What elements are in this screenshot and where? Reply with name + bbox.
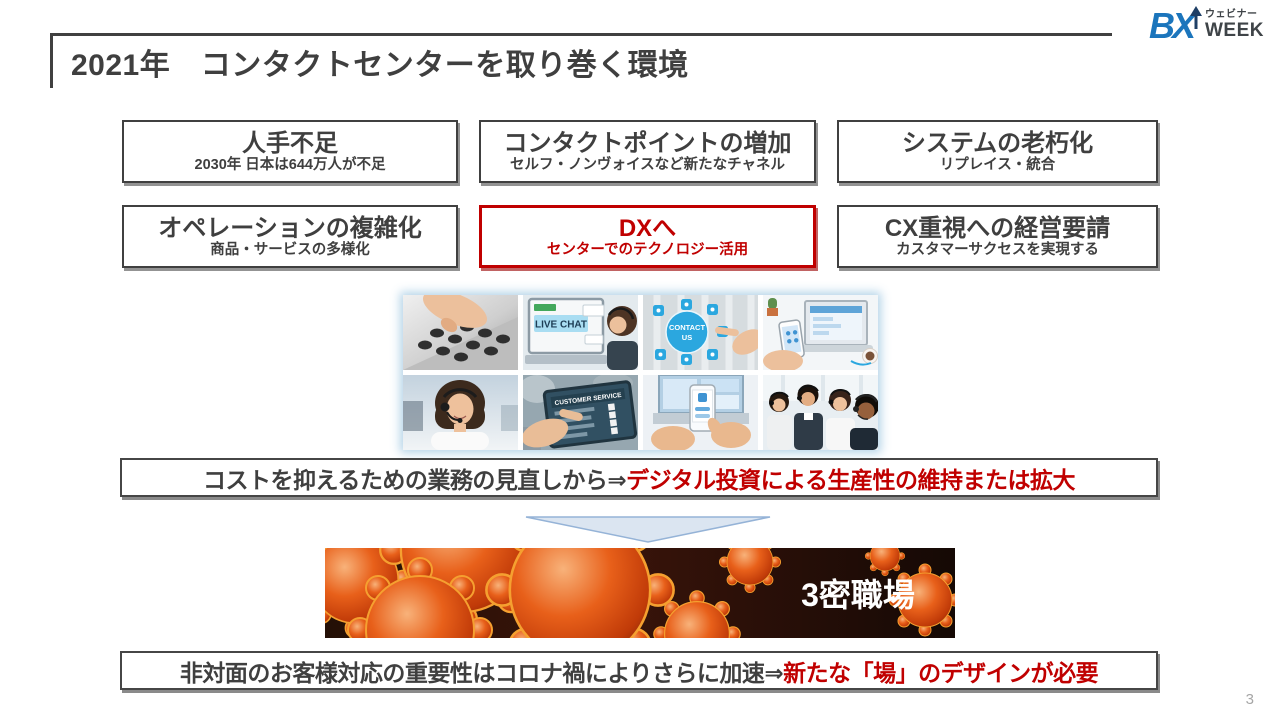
photo-phone-keypad	[403, 295, 518, 370]
logo-text-stack: ウェビナー WEEK	[1205, 9, 1264, 41]
cost-banner-plain-text: コストを抑えるための業務の見直しから⇒	[203, 466, 627, 493]
box-subtitle: センターでのテクノロジー活用	[546, 241, 749, 258]
box-title: コンタクトポイントの増加	[503, 129, 792, 157]
contact-us-label-line2: US	[682, 333, 692, 342]
box-subtitle: リプレイス・統合	[939, 156, 1056, 173]
box-labor-shortage: 人手不足 2030年 日本は644万人が不足	[122, 120, 458, 183]
box-subtitle: カスタマーサクセスを実現する	[896, 241, 1099, 258]
box-operation-complexity: オペレーションの複雑化 商品・サービスの多様化	[122, 205, 458, 268]
logo-bx-text: BX	[1148, 5, 1196, 46]
box-dx: DXへ センターでのテクノロジー活用	[479, 205, 816, 268]
factor-boxes: 人手不足 2030年 日本は644万人が不足 コンタクトポイントの増加 セルフ・…	[122, 120, 1158, 268]
photo-live-chat-laptop: LIVE CHAT	[523, 295, 638, 370]
photo-collage: LIVE CHAT	[403, 295, 878, 450]
page-number: 3	[1245, 691, 1254, 708]
photo-contact-us-icons: CONTACT US	[643, 295, 758, 370]
photo-call-center-team	[763, 375, 878, 450]
box-title: DXへ	[618, 214, 677, 242]
title-frame: 2021年 コンタクトセンターを取り巻く環境	[50, 33, 1112, 88]
box-subtitle: 2030年 日本は644万人が不足	[194, 156, 386, 173]
box-subtitle: 商品・サービスの多様化	[210, 241, 370, 258]
page-title: 2021年 コンタクトセンターを取り巻く環境	[71, 49, 689, 82]
box-cx-management: CX重視への経営要請 カスタマーサクセスを実現する	[837, 205, 1158, 268]
logo-webinar-text: ウェビナー	[1205, 9, 1258, 20]
contact-us-label-line1: CONTACT	[669, 323, 706, 332]
box-title: CX重視への経営要請	[884, 214, 1111, 242]
conclusion-banner: 非対面のお客様対応の重要性はコロナ禍によりさらに加速⇒新たな「場」のデザインが必…	[120, 651, 1158, 690]
box-title: 人手不足	[242, 129, 338, 157]
logo-week-text: WEEK	[1205, 20, 1264, 41]
box-system-aging: システムの老朽化 リプレイス・統合	[837, 120, 1158, 183]
cost-review-banner: コストを抑えるための業務の見直しから⇒デジタル投資による生産性の維持または拡大	[120, 458, 1158, 497]
photo-customer-service-tablet: CUSTOMER SERVICE	[523, 375, 638, 450]
photo-call-center-agent	[403, 375, 518, 450]
box-title: オペレーションの複雑化	[158, 214, 422, 242]
logo-arrow-icon	[1189, 6, 1203, 46]
live-chat-label: LIVE CHAT	[535, 320, 587, 331]
conclusion-banner-highlight-text: 新たな「場」のデザインが必要	[783, 659, 1099, 686]
box-contact-points: コンタクトポイントの増加 セルフ・ノンヴォイスなど新たなチャネル	[479, 120, 816, 183]
down-arrow-icon	[525, 516, 771, 544]
box-title: システムの老朽化	[901, 129, 1094, 157]
three-density-workplace-label: 3密職場	[801, 577, 915, 613]
box-subtitle: セルフ・ノンヴォイスなど新たなチャネル	[510, 156, 785, 173]
photo-smartphone-and-laptop	[763, 295, 878, 370]
covid-workplace-image: 3密職場	[325, 548, 955, 638]
cost-banner-highlight-text: デジタル投資による生産性の維持または拡大	[626, 466, 1075, 493]
conclusion-banner-plain-text: 非対面のお客様対応の重要性はコロナ禍によりさらに加速⇒	[179, 659, 784, 686]
brand-logo: BX ウェビナー WEEK	[1149, 6, 1264, 46]
photo-smartphone-in-hands	[643, 375, 758, 450]
